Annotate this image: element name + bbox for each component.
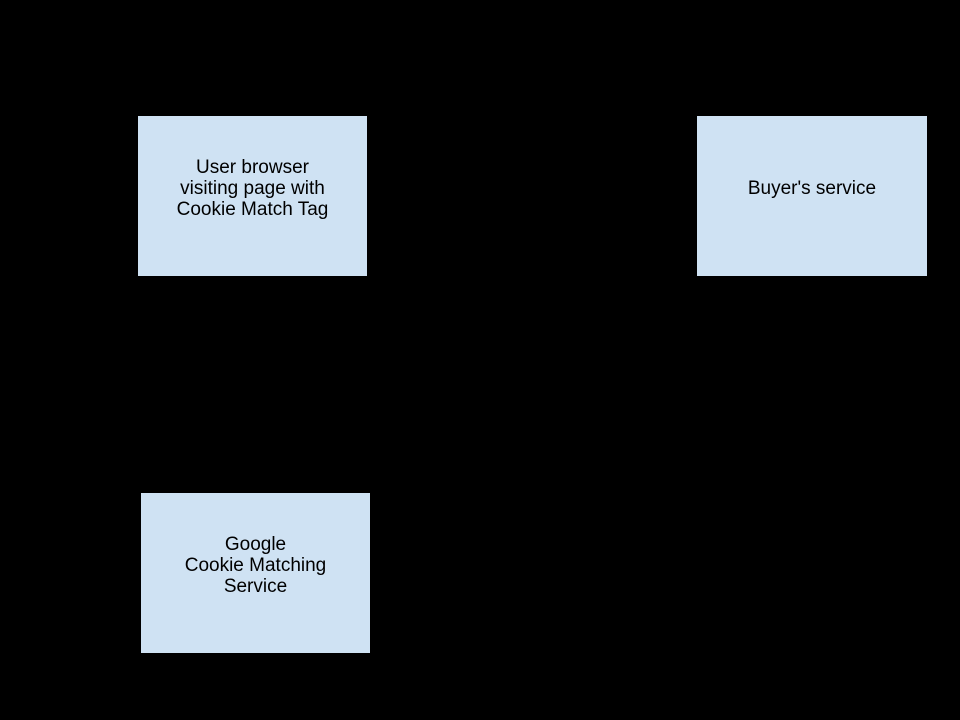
- node-label-line: visiting page with: [180, 177, 325, 199]
- node-label-line: Service: [223, 575, 288, 597]
- node-user-browser: User browser visiting page with Cookie M…: [137, 115, 368, 277]
- node-buyers-service: Buyer's service: [696, 115, 928, 277]
- node-label-line: User browser: [196, 156, 309, 178]
- node-label-line: Cookie Matching: [184, 554, 327, 576]
- node-label-line: Buyer's service: [747, 177, 877, 199]
- node-label-line: Google: [224, 533, 287, 555]
- node-google-cookie-matching-service: Google Cookie Matching Service: [140, 492, 371, 654]
- node-label-line: Cookie Match Tag: [176, 198, 329, 220]
